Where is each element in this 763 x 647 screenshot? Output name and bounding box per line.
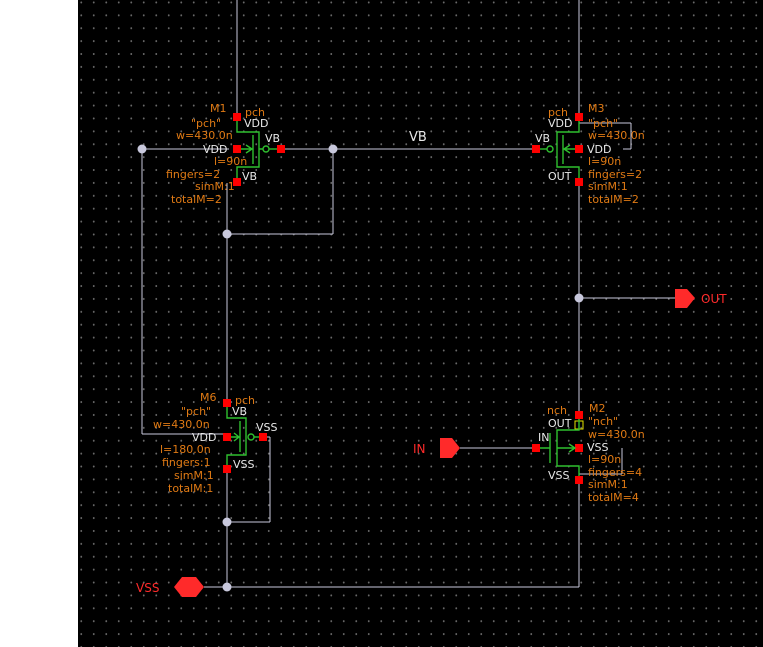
m3-cell: pch (548, 106, 568, 119)
m6-symbol (226, 407, 247, 465)
m1-term-top: VDD (244, 117, 268, 130)
pin-m2-bottom[interactable] (575, 476, 583, 484)
m1-bubble (262, 145, 270, 153)
pin-m3-top[interactable] (575, 113, 583, 121)
pin-m6-gate[interactable] (259, 433, 267, 441)
m2-symbol (540, 419, 580, 476)
transistor-m6[interactable]: M6 pch "pch" VB w=430.0n VSS VDD l=180.0… (153, 391, 278, 495)
m2-fingers: fingers=4 (588, 466, 642, 479)
pin-m2-gate[interactable] (532, 444, 540, 452)
pin-m2-right[interactable] (575, 444, 583, 452)
port-in[interactable]: IN (413, 438, 460, 458)
m1-name: M1 (210, 102, 227, 115)
m6-term-top: VB (232, 405, 247, 418)
m6-term-bottom: VSS (233, 458, 255, 471)
m3-bubble (546, 145, 554, 153)
port-vss[interactable]: VSS (136, 577, 204, 597)
pin-m1-left[interactable] (233, 145, 241, 153)
m3-model: "pch" (588, 117, 618, 130)
m1-symbol (236, 121, 263, 178)
m2-cell: nch (547, 404, 567, 417)
m2-l: l=90n (588, 453, 621, 466)
transistor-m1[interactable]: M1 pch VDD "pch" w=430.0n VB VDD l=90n f… (166, 102, 285, 206)
pin-m6-left[interactable] (223, 433, 231, 441)
m6-w: w=430.0n (153, 418, 210, 431)
m6-model: "pch" (181, 405, 211, 418)
transistor-m3[interactable]: pch M3 VDD "pch" w=430.0n VB VDD l=90n O… (532, 102, 645, 206)
in-port-label: IN (413, 442, 426, 456)
m3-symbol (556, 121, 580, 178)
schematic-canvas[interactable]: M1 pch VDD "pch" w=430.0n VB VDD l=90n f… (78, 0, 763, 647)
m3-term-top: VDD (548, 117, 572, 130)
m6-totalM: totalM:1 (168, 482, 213, 495)
net-label-vb: VB (409, 130, 427, 145)
m3-fingers: fingers=2 (588, 168, 642, 181)
m2-w: w=430.0n (588, 428, 645, 441)
m3-l: l=90n (588, 155, 621, 168)
m1-term-right: VB (265, 132, 280, 145)
m3-term-right: VDD (587, 143, 611, 156)
m6-cell: pch (235, 394, 255, 407)
pin-m3-gate[interactable] (532, 145, 540, 153)
pin-m3-bottom[interactable] (575, 178, 583, 186)
m1-simM: simM:1 (195, 180, 235, 193)
m1-fingers: fingers=2 (166, 168, 220, 181)
pin-m1-gate[interactable] (277, 145, 285, 153)
m2-model: "nch" (588, 415, 618, 428)
m6-l: l=180.0n (160, 443, 211, 456)
pin-m2-top[interactable] (575, 411, 583, 419)
m1-cell: pch (245, 106, 265, 119)
vss-port-icon[interactable] (174, 577, 204, 597)
out-port-icon[interactable] (675, 289, 695, 308)
vss-port-label: VSS (136, 581, 159, 595)
junction-dot (137, 144, 147, 154)
pin-m6-top[interactable] (223, 399, 231, 407)
m3-simM: simM:1 (588, 180, 628, 193)
in-port-icon[interactable] (440, 438, 460, 458)
m2-term-right: VSS (587, 441, 609, 454)
port-out[interactable]: OUT (675, 289, 727, 308)
pin-m6-bottom[interactable] (223, 465, 231, 473)
m1-term-left: VDD (203, 143, 227, 156)
pin-m1-top[interactable] (233, 113, 241, 121)
m1-w: w=430.0n (176, 129, 233, 142)
pin-m3-right[interactable] (575, 145, 583, 153)
m2-term-top: OUT (548, 417, 572, 430)
m2-totalM: totalM=4 (588, 491, 639, 504)
m3-term-bottom: OUT (548, 170, 572, 183)
junction-dot (328, 144, 338, 154)
m1-model: "pch" (191, 117, 221, 130)
m3-w: w=430.0n (588, 129, 645, 142)
junction-dot (222, 229, 232, 239)
m1-term-bottom: VB (242, 170, 257, 183)
m2-term-left: IN (538, 431, 549, 444)
m3-totalM: totalM=2 (588, 193, 639, 206)
m1-l: l=90n (214, 155, 247, 168)
pin-m1-bottom[interactable] (233, 178, 241, 186)
junction-dot (222, 582, 232, 592)
out-port-label: OUT (701, 292, 727, 306)
m6-term-right: VSS (256, 421, 278, 434)
m6-name: M6 (200, 391, 217, 404)
junction-dot (574, 293, 584, 303)
m3-name: M3 (588, 102, 605, 115)
m6-fingers: fingers:1 (162, 456, 211, 469)
m1-totalM: totalM=2 (171, 193, 222, 206)
m2-name: M2 (589, 402, 606, 415)
m2-simM: simM:1 (588, 478, 628, 491)
m6-term-left: VDD (192, 431, 216, 444)
junctions (137, 144, 584, 592)
m6-bubble (247, 433, 255, 441)
junction-dot (222, 517, 232, 527)
transistor-m2[interactable]: nch M2 OUT "nch" w=430.0n IN VSS l=90n V… (532, 402, 645, 504)
m2-term-bottom: VSS (548, 469, 570, 482)
m6-simM: simM:1 (174, 469, 214, 482)
m3-term-left: VB (535, 132, 550, 145)
